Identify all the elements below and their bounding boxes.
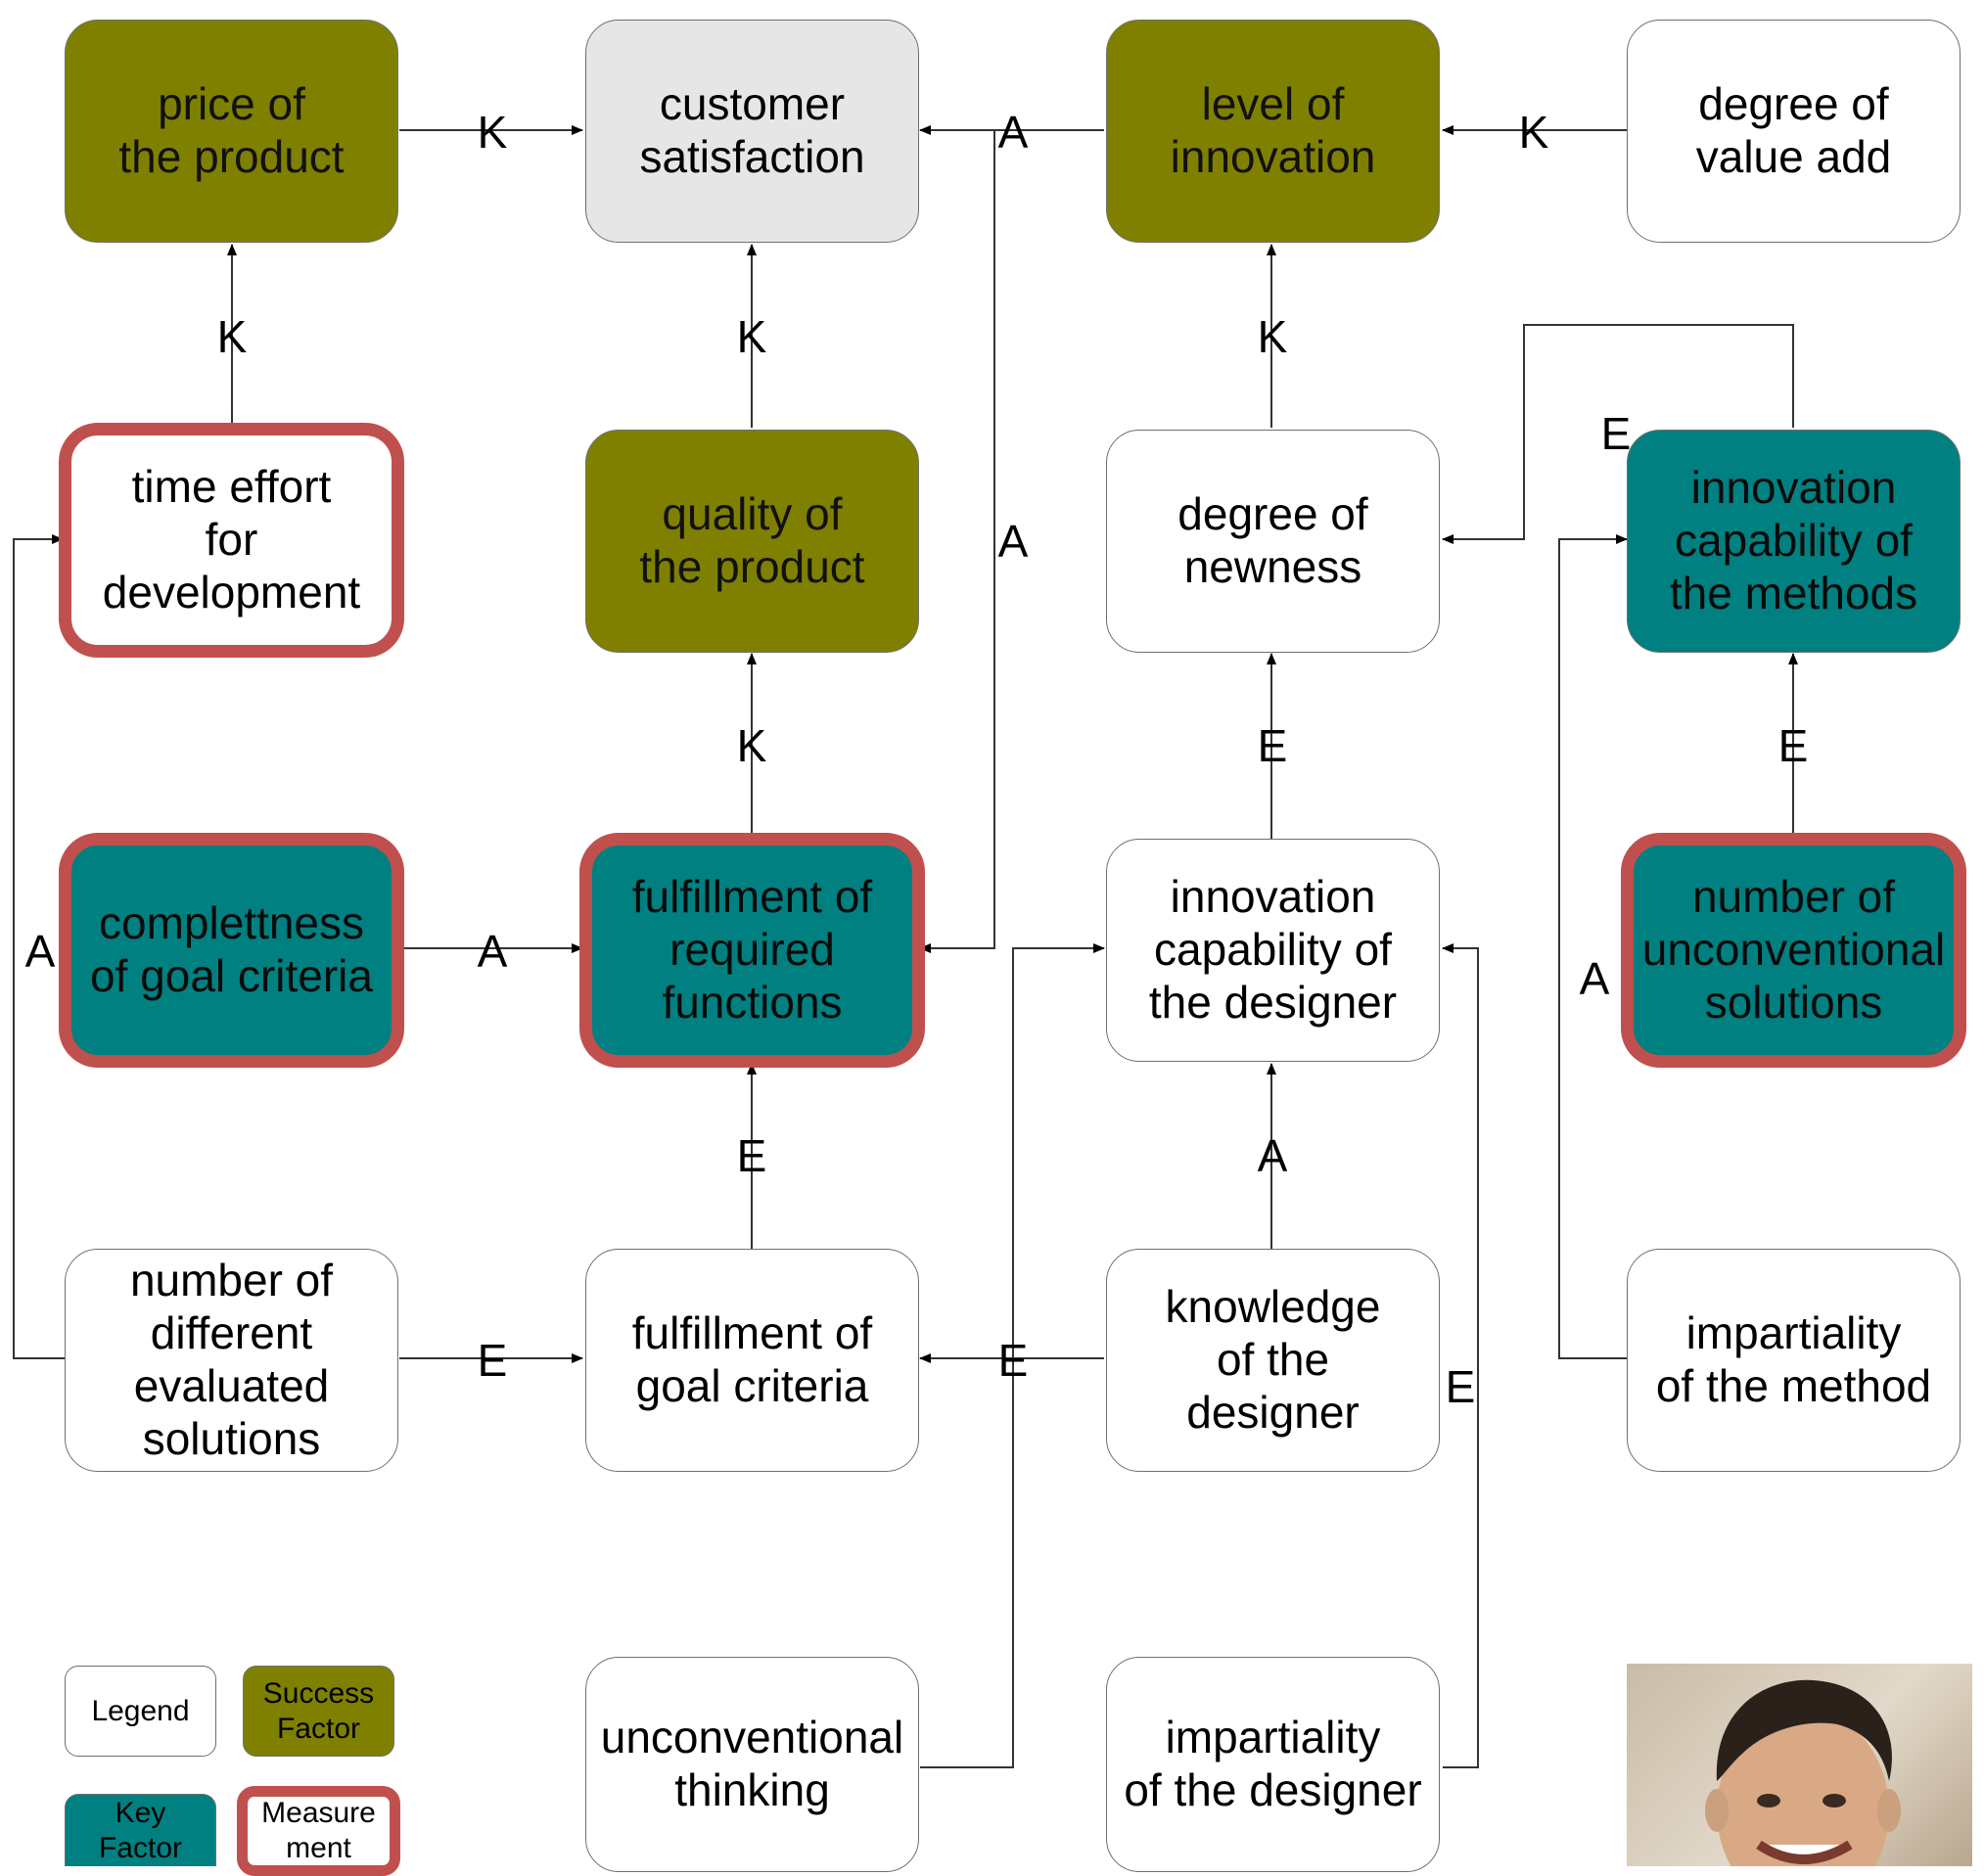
node-level-of-innovation: level of innovation xyxy=(1106,20,1440,243)
edge-label-evaluated-to-time: A xyxy=(24,926,56,977)
edge-unconventional-thinking-to-designer xyxy=(920,943,1105,1768)
node-innovation-capability-methods: innovation capability of the methods xyxy=(1627,430,1961,653)
legend-title: Legend xyxy=(65,1666,216,1757)
edge-label-impartiality-designer-to-designer: E xyxy=(1445,1361,1476,1412)
node-impartiality-of-designer: impartiality of the designer xyxy=(1106,1657,1440,1872)
edge-label-quality-to-cs: K xyxy=(736,311,767,362)
legend-success-factor: Success Factor xyxy=(243,1666,394,1757)
node-fulfillment-required-functions: fulfillment of required functions xyxy=(579,833,925,1068)
edge-label-newness-to-level: K xyxy=(1257,311,1288,362)
portrait-image xyxy=(1705,1679,1901,1866)
edge-methods-to-newness xyxy=(1442,324,1794,544)
edge-label-unconv-to-methods: E xyxy=(1777,720,1809,771)
node-degree-of-newness: degree of newness xyxy=(1106,430,1440,653)
edge-label-value-to-level: K xyxy=(1518,107,1549,158)
edge-evaluated-to-time xyxy=(13,534,65,1359)
edge-label-price-to-cs: K xyxy=(477,107,508,158)
node-customer-satisfaction: customer satisfaction xyxy=(585,20,919,243)
node-unconventional-thinking: unconventional thinking xyxy=(585,1657,919,1872)
node-innovation-capability-designer: innovation capability of the designer xyxy=(1106,839,1440,1062)
edge-impartiality-method-to-methods xyxy=(1558,534,1628,1359)
edge-label-completeness-to-functions: A xyxy=(477,926,508,977)
node-completeness-goal-criteria: complettness of goal criteria xyxy=(59,833,404,1068)
legend-measurement: Measure ment xyxy=(237,1786,400,1876)
edge-label-impartiality-method-to-methods: A xyxy=(1579,953,1610,1004)
edge-label-designer-to-newness: E xyxy=(1257,720,1288,771)
node-knowledge-of-designer: knowledge of the designer xyxy=(1106,1249,1440,1472)
author-photo xyxy=(1627,1664,1972,1866)
edge-label-methods-to-newness: E xyxy=(1600,408,1632,459)
edge-label-goal-to-functions: E xyxy=(736,1130,767,1181)
edge-label-knowledge-to-designer: A xyxy=(1257,1130,1288,1181)
edge-label-functions-to-quality: K xyxy=(736,720,767,771)
edge-label-level-to-cs: A xyxy=(997,107,1029,158)
edge-functions-to-cs xyxy=(919,130,995,953)
edge-impartiality-designer-to-designer xyxy=(1442,943,1479,1768)
edge-label-functions-to-cs: A xyxy=(997,516,1029,567)
edge-label-evaluated-to-goal: E xyxy=(477,1335,508,1386)
node-fulfillment-goal-criteria: fulfillment of goal criteria xyxy=(585,1249,919,1472)
node-quality-of-product: quality of the product xyxy=(585,430,919,653)
edge-label-knowledge-to-goal: E xyxy=(997,1335,1029,1386)
node-impartiality-of-method: impartiality of the method xyxy=(1627,1249,1961,1472)
legend-key-factor: Key Factor xyxy=(65,1794,216,1866)
node-time-effort: time effort for development xyxy=(59,423,404,658)
node-price-of-product: price of the product xyxy=(65,20,398,243)
node-degree-of-value-add: degree of value add xyxy=(1627,20,1961,243)
node-number-evaluated-solutions: number of different evaluated solutions xyxy=(65,1249,398,1472)
node-number-unconventional-solutions: number of unconventional solutions xyxy=(1621,833,1966,1068)
edge-label-time-to-price: K xyxy=(216,311,248,362)
